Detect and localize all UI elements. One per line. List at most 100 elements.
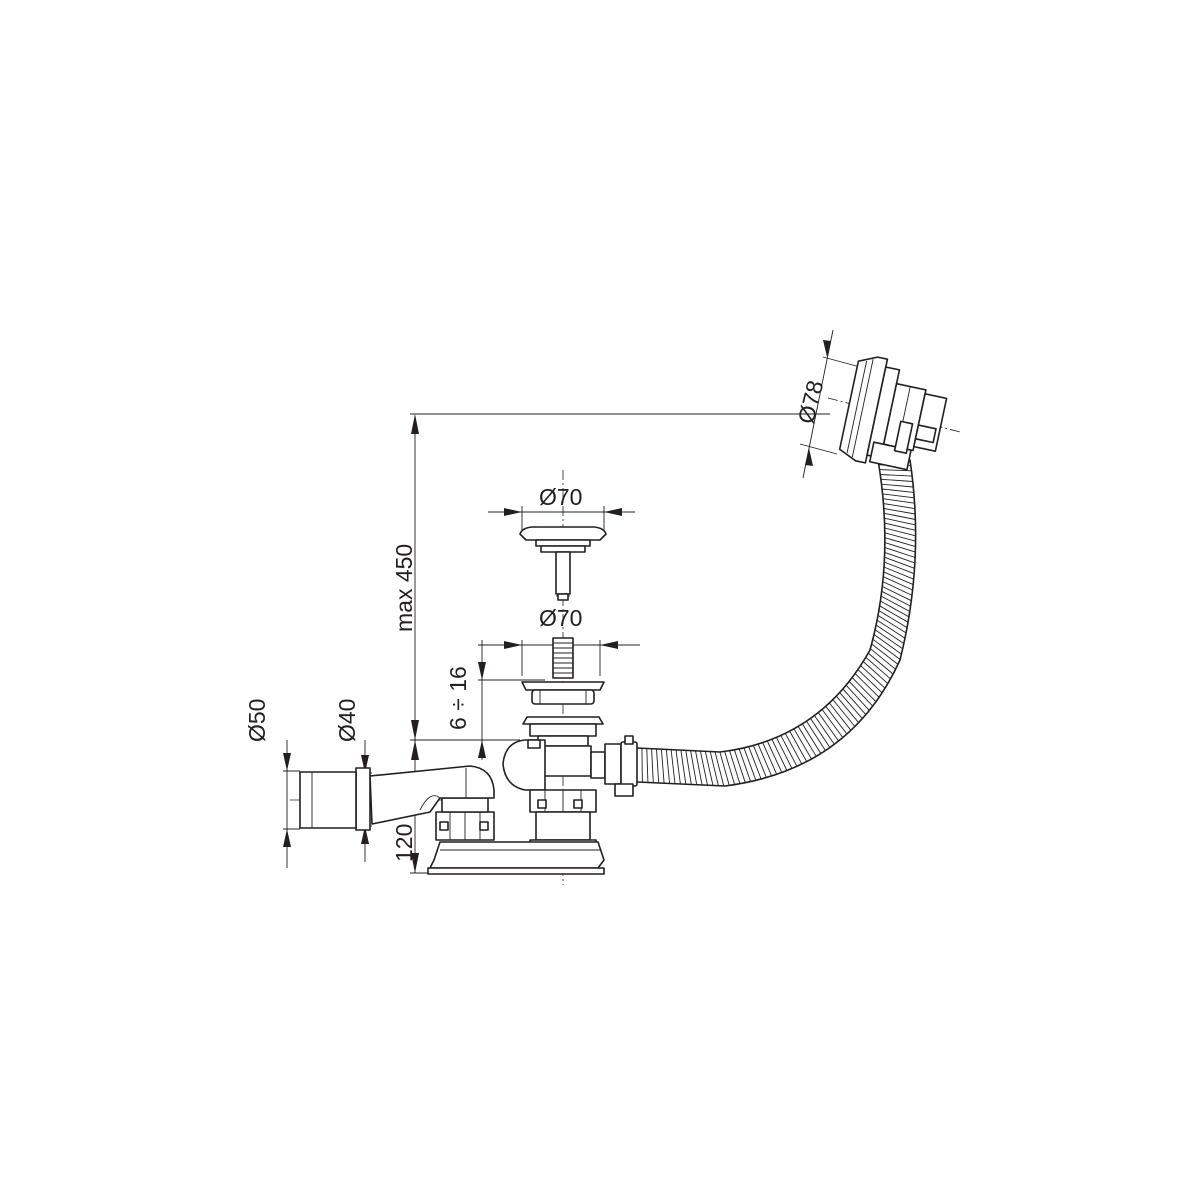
hose-rib <box>883 503 915 510</box>
hose-rib <box>814 715 835 745</box>
hose-rib <box>870 648 896 670</box>
hose-rib <box>821 709 844 738</box>
hose-rib <box>845 684 870 711</box>
hose-rib <box>884 542 916 553</box>
hose-rib <box>884 556 915 569</box>
hose-rib <box>709 751 719 786</box>
hose-rib <box>714 751 725 787</box>
hose-rib <box>881 483 914 488</box>
hose-rib <box>851 677 877 703</box>
hose-rib <box>880 474 913 477</box>
hose-rib <box>775 737 793 769</box>
hose-rib <box>884 512 916 520</box>
hose-rib <box>817 712 839 742</box>
hose-rib <box>876 619 906 639</box>
hose-rib <box>880 595 911 612</box>
hose-rib <box>738 748 752 782</box>
flexible-overflow-hose <box>636 459 917 787</box>
trap-base <box>427 841 605 875</box>
hose-rib <box>842 688 867 715</box>
hose-rib <box>854 673 880 698</box>
hose-rib <box>878 610 908 628</box>
hose-rib <box>797 726 817 757</box>
waste-outlet-pipe <box>299 765 495 831</box>
hose-rib <box>651 748 654 783</box>
hose-rib <box>877 615 907 634</box>
hose-rib <box>641 748 643 783</box>
hose-rib <box>882 586 912 602</box>
hose-rib <box>862 661 889 684</box>
hose-rib <box>875 624 905 644</box>
hose-rib <box>883 508 916 515</box>
hose-rib <box>884 517 916 526</box>
dimension-plug-body-diameter: Ø70 <box>478 605 640 676</box>
waste-outer-diameter-label: Ø50 <box>244 699 270 742</box>
hose-rib <box>879 605 909 623</box>
hose-rib <box>882 488 914 493</box>
dimension-plug-diameter: Ø70 <box>488 484 635 530</box>
hose-rib <box>789 730 808 762</box>
hose-rib <box>873 634 902 655</box>
hose-rib <box>884 527 916 537</box>
tub-thickness-label: 6 ÷ 16 <box>445 666 471 730</box>
drain-flange <box>521 681 605 705</box>
hose-rib <box>675 749 681 785</box>
hose-rib <box>884 532 916 542</box>
max-height-label: max 450 <box>391 544 417 632</box>
hose-rib <box>724 751 736 785</box>
hose-rib <box>670 749 676 784</box>
hose-rib <box>882 498 915 504</box>
hose-rib <box>757 743 773 777</box>
hose-rib <box>656 748 660 784</box>
hose-rib <box>883 566 914 580</box>
hose-rib <box>793 728 812 760</box>
hose-rib <box>690 750 698 785</box>
hose-rib <box>883 576 913 591</box>
hose-rib <box>660 749 665 784</box>
drain-body <box>502 716 638 849</box>
hose-rib <box>867 652 894 675</box>
hose-rib <box>748 746 762 780</box>
hose-rib <box>699 751 708 786</box>
hose-rib <box>881 590 911 607</box>
hose-rib <box>857 669 883 694</box>
hose-rib <box>860 665 886 689</box>
hose-rib <box>880 600 910 618</box>
overflow-head <box>838 356 948 471</box>
hose-rib <box>810 718 831 748</box>
hose-rib <box>646 748 649 783</box>
dimension-waste-outer-diameter: Ø50 <box>244 699 300 868</box>
hose-rib <box>762 742 778 775</box>
waste-inner-diameter-label: Ø40 <box>334 699 360 742</box>
hose-rib <box>848 681 874 707</box>
hose-rib <box>695 750 703 786</box>
hose-rib <box>839 692 863 719</box>
hose-rib <box>729 750 741 784</box>
height-120-label: 120 <box>391 824 417 862</box>
hose-rib <box>884 561 915 575</box>
overflow-diameter-label: Ø78 <box>793 378 829 426</box>
hose-rib <box>884 551 915 564</box>
hose-rib <box>879 469 912 472</box>
hose-rib <box>825 706 848 735</box>
hose-rib <box>884 537 916 548</box>
hose-rib <box>835 695 859 723</box>
hose-rib <box>704 751 714 786</box>
click-clack-plug <box>519 526 607 601</box>
hose-rib <box>880 478 913 482</box>
hose-rib <box>832 699 856 727</box>
hose-rib <box>871 643 899 665</box>
hose-rib <box>752 745 767 778</box>
hose-rib <box>882 493 915 499</box>
hose-rib <box>883 571 914 586</box>
hose-rib <box>719 751 730 786</box>
hose-rib <box>766 740 783 773</box>
hose-rib <box>685 750 692 785</box>
hose-rib <box>771 739 788 771</box>
hose-rib <box>784 733 803 765</box>
hose-rib <box>874 629 903 650</box>
hose-rib <box>884 547 916 558</box>
dimension-tub-thickness: 6 ÷ 16 <box>445 640 545 760</box>
hose-rib <box>802 723 822 754</box>
